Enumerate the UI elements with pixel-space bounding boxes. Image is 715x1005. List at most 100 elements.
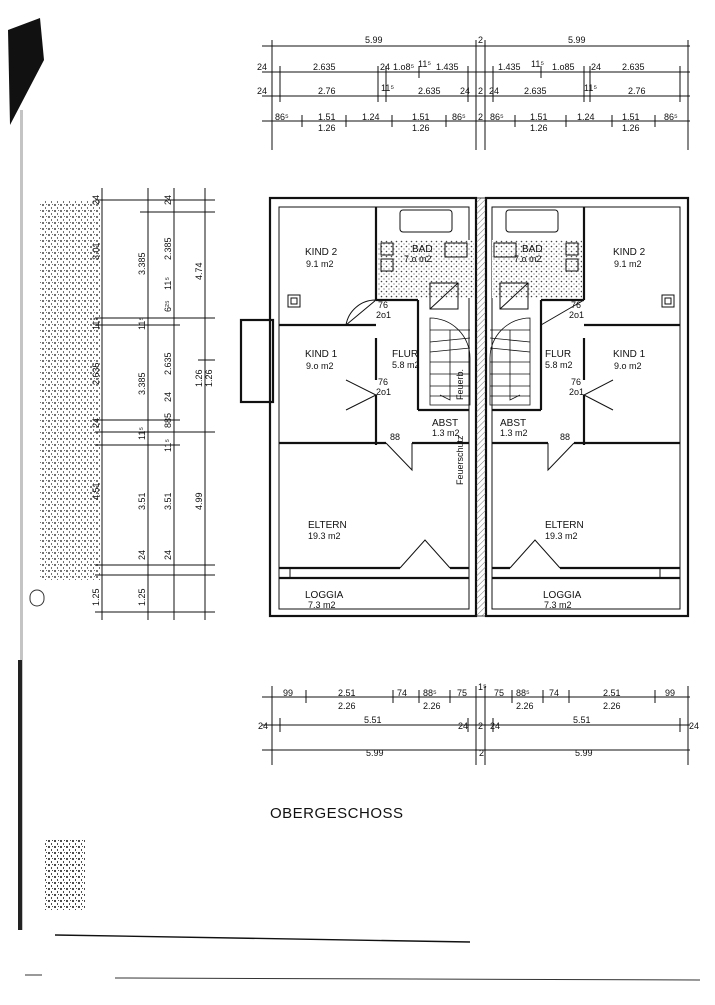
top-row1-right: 5.99 (568, 35, 586, 45)
bot-row1-10: 99 (665, 688, 675, 698)
top-row3-5: 2 (478, 86, 483, 96)
bot-row1-9: 2.51 (603, 688, 621, 698)
top-row3-4: 24 (460, 86, 470, 96)
top-row4-5: 2 (478, 112, 483, 122)
room-kind1-right: KIND 1 (613, 349, 646, 360)
top-row2-5: 1.435 (436, 62, 459, 72)
fire-wall-label: Feuerschutz (455, 435, 465, 485)
stairs-left (429, 317, 471, 406)
bot-row1-3: 88⁵ (423, 688, 437, 698)
left-col3-24c: 24 (163, 550, 173, 560)
top-row2-3: 1.o8⁵ (393, 62, 415, 72)
top-row3-1: 2.76 (318, 86, 336, 96)
bot-row1-4: 75 (457, 688, 467, 698)
bay-window (239, 318, 275, 404)
bot-row3-0: 5.99 (366, 748, 384, 758)
top-row3-9: 2.76 (628, 86, 646, 96)
left-col3-24: 24 (163, 195, 173, 205)
left-col4-499: 4.99 (194, 492, 204, 510)
room-kind1-left-area: 9.o m2 (306, 361, 334, 371)
top-row2-2: 24 (380, 62, 390, 72)
top-row4-2: 1.24 (362, 112, 380, 122)
top-row2-1: 2.635 (313, 62, 336, 72)
door-201-left-b: 2o1 (376, 387, 391, 397)
room-kind1-right-area: 9.o m2 (614, 361, 642, 371)
bot-row1-6: 75 (494, 688, 504, 698)
room-kind2-left: KIND 2 (305, 247, 338, 258)
room-flur-right: FLUR (545, 349, 571, 360)
door-201-left-a: 2o1 (376, 310, 391, 320)
room-flur-left: FLUR (392, 349, 418, 360)
door-76-right-a: 76 (571, 300, 581, 310)
bot-row2-1: 5.51 (364, 715, 382, 725)
bot-row1-8: 74 (549, 688, 559, 698)
left-col2-351: 3.51 (137, 492, 147, 510)
top-row4-0: 86⁵ (275, 112, 289, 122)
bot-row1-0: 99 (283, 688, 293, 698)
bot-row1b-1: 2.26 (423, 701, 441, 711)
floor-plan (239, 196, 690, 618)
top-row3-8: 11⁵ (584, 83, 597, 93)
bot-row1b-2: 2.26 (516, 701, 534, 711)
top-row3-6: 24 (489, 86, 499, 96)
room-abst-right: ABST (500, 418, 526, 429)
top-dimension-chains: 5.99 2 5.99 24 2.635 24 1.o8⁵ 11⁵ 1.435 … (257, 35, 690, 150)
bot-row2-5: 5.51 (573, 715, 591, 725)
door-88-right: 88 (560, 432, 570, 442)
room-bad-left-area: 7.o m2 (404, 254, 432, 264)
room-kind2-left-area: 9.1 m2 (306, 259, 334, 269)
left-col3-625: 6²⁵ (163, 300, 173, 312)
left-col1-24: 24 (91, 195, 101, 205)
room-labels-right: KIND 2 9.1 m2 BAD 7.o m2 KIND 1 9.o m2 F… (500, 244, 646, 610)
door-76-left-b: 76 (378, 377, 388, 387)
top-row2-0: 24 (257, 62, 267, 72)
left-col3-24b: 24 (163, 392, 173, 402)
bot-row1b-3: 2.26 (603, 701, 621, 711)
top-row4-1: 1.51 (318, 112, 336, 122)
left-col1-2635: 2.635 (91, 362, 101, 385)
left-col4-126b: 1.26 (204, 369, 214, 387)
left-col3-115: 11⁵ (163, 277, 173, 290)
room-eltern-left: ELTERN (308, 520, 347, 531)
room-bad-left: BAD (412, 244, 433, 255)
bot-row1-1: 2.51 (338, 688, 356, 698)
bot-row1-7: 88⁵ (516, 688, 530, 698)
door-76-right-b: 76 (571, 377, 581, 387)
room-eltern-left-area: 19.3 m2 (308, 531, 341, 541)
top-row2-10: 2.635 (622, 62, 645, 72)
room-kind2-right: KIND 2 (613, 247, 646, 258)
left-col1-115: 11⁵ (91, 317, 101, 330)
room-bad-right-area: 7.o m2 (514, 254, 542, 264)
left-col3-885: 885 (163, 413, 173, 428)
top-row4b-2: 1.26 (530, 123, 548, 133)
bathtub-right (505, 209, 559, 233)
top-row4b-1: 1.26 (412, 123, 430, 133)
room-eltern-right-area: 19.3 m2 (545, 531, 578, 541)
top-row3-2: 11⁵ (381, 83, 394, 93)
room-abst-right-area: 1.3 m2 (500, 428, 528, 438)
left-col3-115b: 11⁵ (163, 439, 173, 452)
left-col1-24b: 24 (91, 418, 101, 428)
left-col3-351: 3.51 (163, 492, 173, 510)
room-flur-right-area: 5.8 m2 (545, 360, 573, 370)
room-labels-left: KIND 2 9.1 m2 BAD 7.o m2 KIND 1 9.o m2 F… (305, 244, 465, 610)
top-row4-4: 86⁵ (452, 112, 466, 122)
top-row3-7: 2.635 (524, 86, 547, 96)
top-row3-3: 2.635 (418, 86, 441, 96)
left-col2-3385b: 3.385 (137, 372, 147, 395)
left-col2-125: 1.25 (137, 588, 147, 606)
top-row2-7: 11⁵ (531, 59, 544, 69)
room-kind1-left: KIND 1 (305, 349, 338, 360)
left-col4-474: 4.74 (194, 262, 204, 280)
room-bad-right: BAD (522, 244, 543, 255)
left-col1-451: 4.51 (91, 482, 101, 500)
top-row2-6: 1.435 (498, 62, 521, 72)
bath-tiles-right (492, 240, 582, 298)
left-col2-115b: 11⁵ (137, 427, 147, 440)
left-col3-2635: 2.635 (163, 352, 173, 375)
top-row4-3: 1.51 (412, 112, 430, 122)
bottom-dimension-chains: 99 2.51 74 88⁵ 75 1⁵ 75 88⁵ 74 2.51 99 2… (258, 682, 699, 765)
room-loggia-left-area: 7.3 m2 (308, 600, 336, 610)
room-eltern-right: ELTERN (545, 520, 584, 531)
